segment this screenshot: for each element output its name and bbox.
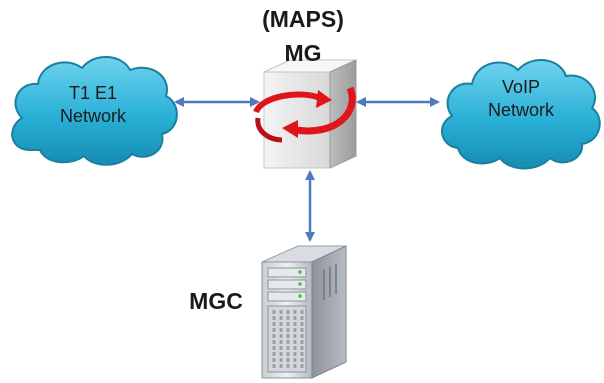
tdm-network-line1: T1 E1	[68, 83, 118, 103]
cloud-icon	[441, 58, 601, 170]
voip-network-line1: VoIP	[501, 77, 541, 97]
cloud-icon	[11, 55, 178, 166]
media-gateway-label: MG	[284, 40, 322, 66]
tdm-network-label: T1 E1 Network	[38, 82, 148, 128]
media-gateway-icon	[253, 59, 357, 169]
media-gateway-controller-label: MGC	[189, 288, 243, 314]
voip-network-line2: Network	[487, 100, 554, 120]
server-tower-icon	[261, 245, 347, 379]
tdm-network-line2: Network	[59, 106, 126, 126]
gateway-title: (MAPS)	[262, 6, 344, 32]
voip-network-label: VoIP Network	[462, 76, 580, 122]
